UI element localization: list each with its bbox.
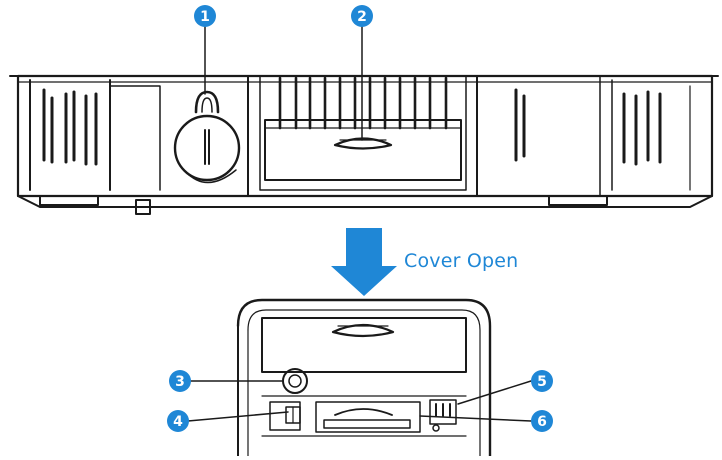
sd-card-slot-icon — [315, 401, 421, 433]
leader-lines — [187, 25, 532, 422]
callout-badge-3: 3 — [169, 370, 191, 392]
callout-badge-6: 6 — [531, 410, 553, 432]
callout-badge-2: 2 — [351, 5, 373, 27]
svg-text:4: 4 — [173, 414, 183, 430]
dip-switch-icon — [285, 406, 301, 424]
callout-badge-1: 1 — [194, 5, 216, 27]
cover-open-caption: Cover Open — [404, 250, 519, 272]
svg-text:2: 2 — [357, 9, 367, 25]
lock-icon — [173, 90, 241, 184]
top-cover — [264, 119, 462, 181]
device-open — [236, 298, 492, 458]
connector-block-icon — [429, 399, 457, 425]
top-vent-slots — [278, 76, 448, 130]
open-cover — [261, 317, 467, 373]
svg-text:3: 3 — [175, 374, 185, 390]
callout-badge-4: 4 — [167, 410, 189, 432]
svg-text:1: 1 — [200, 9, 210, 25]
svg-text:5: 5 — [537, 374, 547, 390]
svg-text:6: 6 — [537, 414, 547, 430]
callout-badge-5: 5 — [531, 370, 553, 392]
cover-open-arrow-icon — [331, 228, 397, 296]
device-closed — [9, 74, 719, 215]
